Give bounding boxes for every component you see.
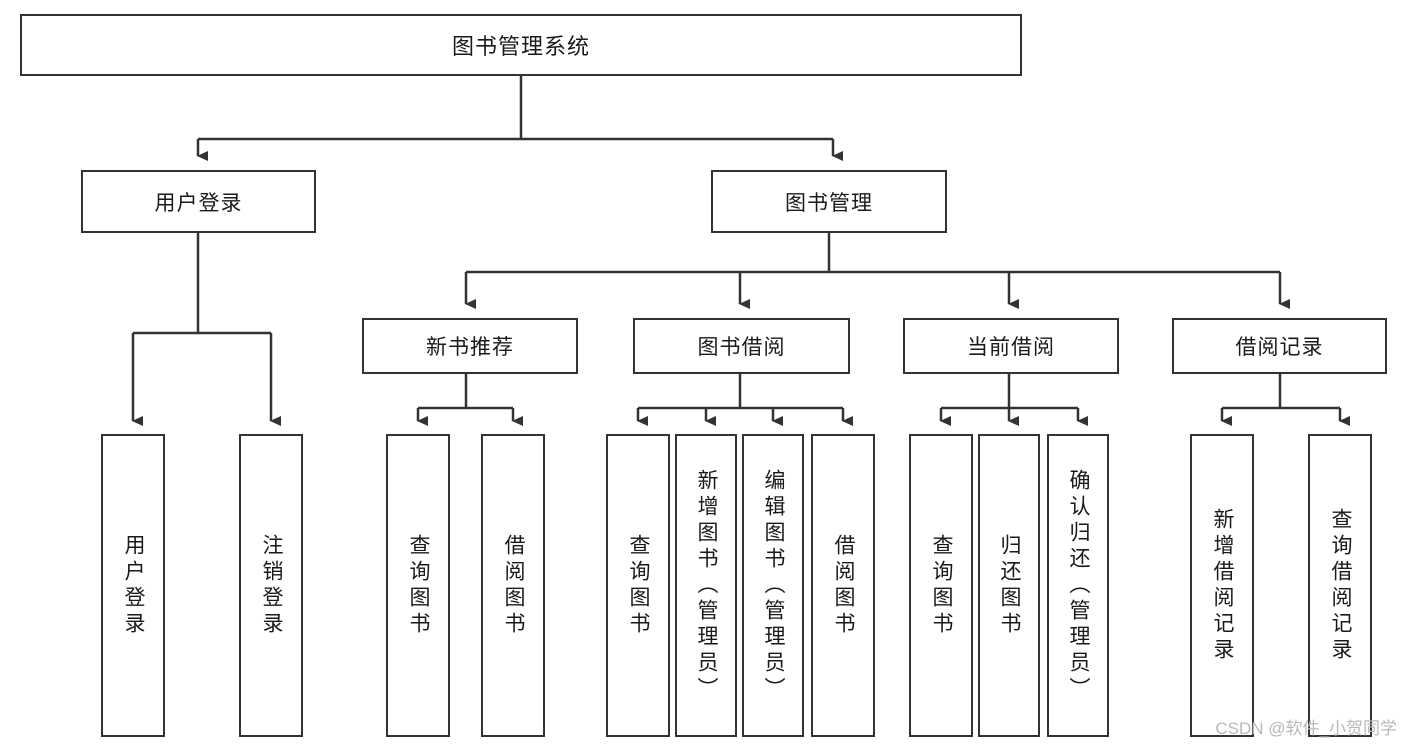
- node-borrow-record[interactable]: 借阅记录: [1172, 318, 1387, 374]
- leaf-book-borrow-1[interactable]: 查询图书: [606, 434, 670, 737]
- node-book-borrow[interactable]: 图书借阅: [633, 318, 850, 374]
- leaf-current-borrow-3[interactable]: 确认归还（管理员）: [1047, 434, 1109, 737]
- node-current-borrow[interactable]: 当前借阅: [903, 318, 1119, 374]
- leaf-book-borrow-3[interactable]: 编辑图书（管理员）: [742, 434, 804, 737]
- node-book-manage[interactable]: 图书管理: [711, 170, 947, 233]
- leaf-current-borrow-2[interactable]: 归还图书: [978, 434, 1040, 737]
- leaf-current-borrow-1[interactable]: 查询图书: [909, 434, 973, 737]
- leaf-book-borrow-2[interactable]: 新增图书（管理员）: [675, 434, 737, 737]
- csdn-watermark: CSDN @软件_小贺同学: [1215, 719, 1397, 738]
- leaf-new-book-recommend-1[interactable]: 查询图书: [386, 434, 450, 737]
- leaf-book-borrow-4[interactable]: 借阅图书: [811, 434, 875, 737]
- leaf-new-book-recommend-2[interactable]: 借阅图书: [481, 434, 545, 737]
- leaf-user-login-2[interactable]: 注销登录: [239, 434, 303, 737]
- node-user-login[interactable]: 用户登录: [81, 170, 316, 233]
- node-root-book-management-system[interactable]: 图书管理系统: [20, 14, 1022, 76]
- leaf-borrow-record-2[interactable]: 查询借阅记录: [1308, 434, 1372, 737]
- node-new-book-recommend[interactable]: 新书推荐: [362, 318, 578, 374]
- leaf-borrow-record-1[interactable]: 新增借阅记录: [1190, 434, 1254, 737]
- leaf-user-login-1[interactable]: 用户登录: [101, 434, 165, 737]
